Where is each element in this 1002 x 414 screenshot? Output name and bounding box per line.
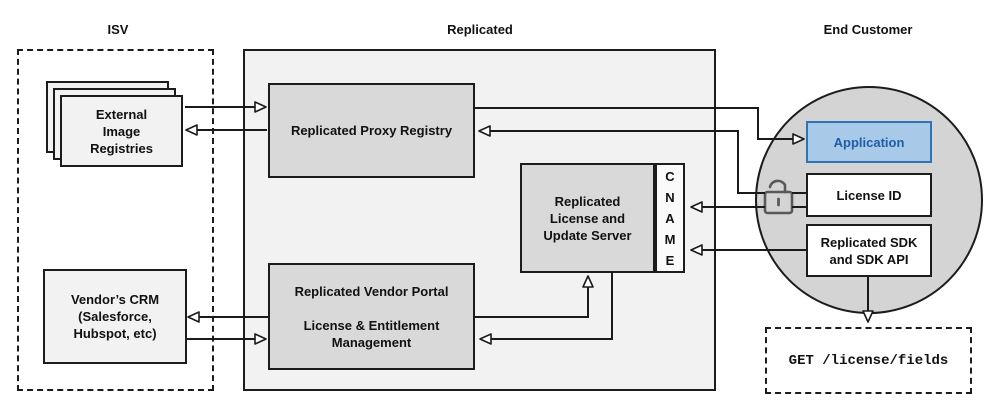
replicated-proxy-registry-node: Replicated Proxy Registry — [268, 83, 475, 178]
application-label: Application — [833, 134, 905, 150]
replicated-sdk-node: Replicated SDK and SDK API — [806, 224, 932, 277]
external-image-registries-node: External Image Registries — [60, 95, 183, 167]
get-license-fields-label: GET /license/fields — [788, 352, 949, 369]
replicated-vendor-portal-label: Replicated Vendor Portal License & Entit… — [294, 283, 449, 350]
replicated-vendor-portal-node: Replicated Vendor Portal License & Entit… — [268, 263, 475, 370]
get-license-fields-node: GET /license/fields — [765, 327, 972, 394]
replicated-license-update-server-node: Replicated License and Update Server — [520, 163, 655, 273]
external-image-registries-label: External Image Registries — [90, 106, 153, 156]
vendors-crm-node: Vendor’s CRM (Salesforce, Hubspot, etc) — [43, 269, 187, 364]
isv-section-label: ISV — [107, 22, 129, 37]
cname-node: CNAME — [655, 163, 685, 273]
replicated-sdk-label: Replicated SDK and SDK API — [820, 234, 918, 267]
cname-label: CNAME — [664, 168, 676, 268]
license-id-label: License ID — [836, 187, 902, 203]
replicated-license-update-server-label: Replicated License and Update Server — [543, 193, 632, 243]
replicated-section-label: Replicated — [447, 22, 513, 37]
end-customer-section-label: End Customer — [823, 22, 913, 37]
application-node: Application — [806, 121, 932, 163]
license-id-node: License ID — [806, 173, 932, 217]
replicated-proxy-registry-label: Replicated Proxy Registry — [290, 123, 453, 138]
vendors-crm-label: Vendor’s CRM (Salesforce, Hubspot, etc) — [70, 292, 160, 341]
